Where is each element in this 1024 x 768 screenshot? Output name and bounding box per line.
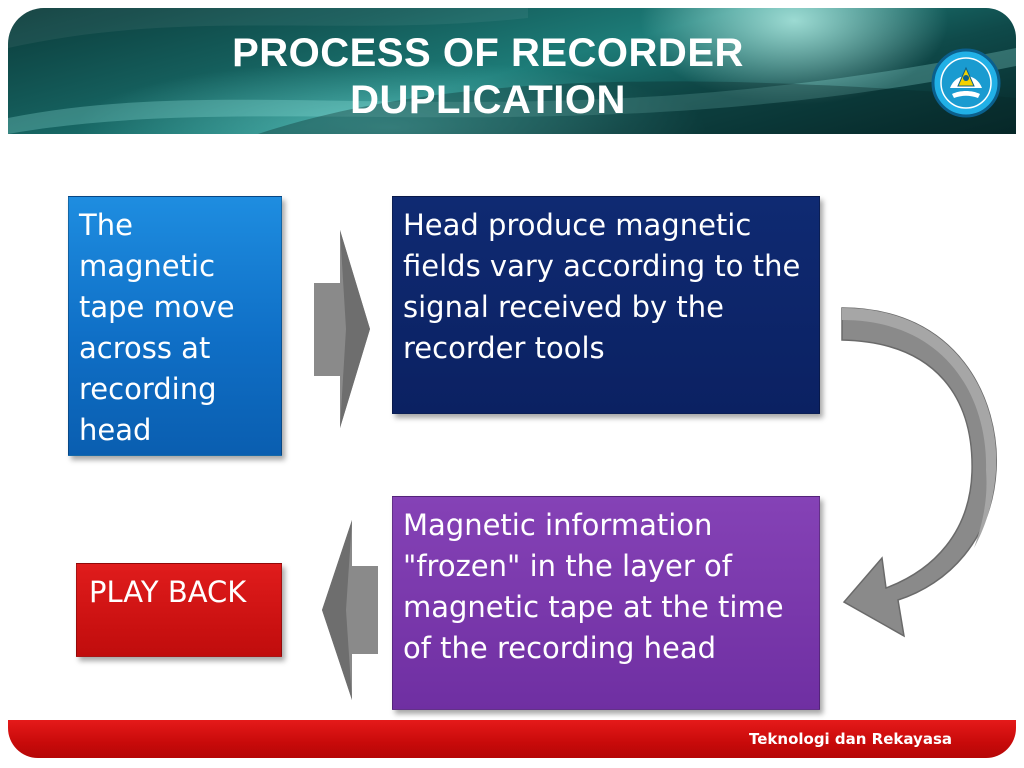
footer-text: Teknologi dan Rekayasa	[749, 730, 952, 748]
header-swoosh-decoration	[8, 8, 1016, 134]
step-box-play-back: PLAY BACK	[76, 563, 282, 657]
arrow-right-icon	[314, 230, 370, 428]
title-line-1: PROCESS OF RECORDER	[232, 31, 744, 75]
footer-bar: Teknologi dan Rekayasa	[8, 720, 1016, 758]
header-banner: PROCESS OF RECORDER DUPLICATION	[8, 8, 1016, 134]
step-box-magnetic-information: Magnetic information "frozen" in the lay…	[392, 496, 820, 710]
title-line-2: DUPLICATION	[350, 78, 626, 122]
curved-arrow-down-icon	[841, 307, 997, 638]
arrow-left-icon	[322, 520, 378, 700]
step-box-tape-move: The magnetic tape move across at recordi…	[68, 196, 282, 456]
page-title: PROCESS OF RECORDER DUPLICATION	[128, 30, 848, 124]
step-box-magnetic-fields: Head produce magnetic fields vary accord…	[392, 196, 820, 414]
tut-wuri-handayani-emblem-icon	[931, 48, 1001, 118]
